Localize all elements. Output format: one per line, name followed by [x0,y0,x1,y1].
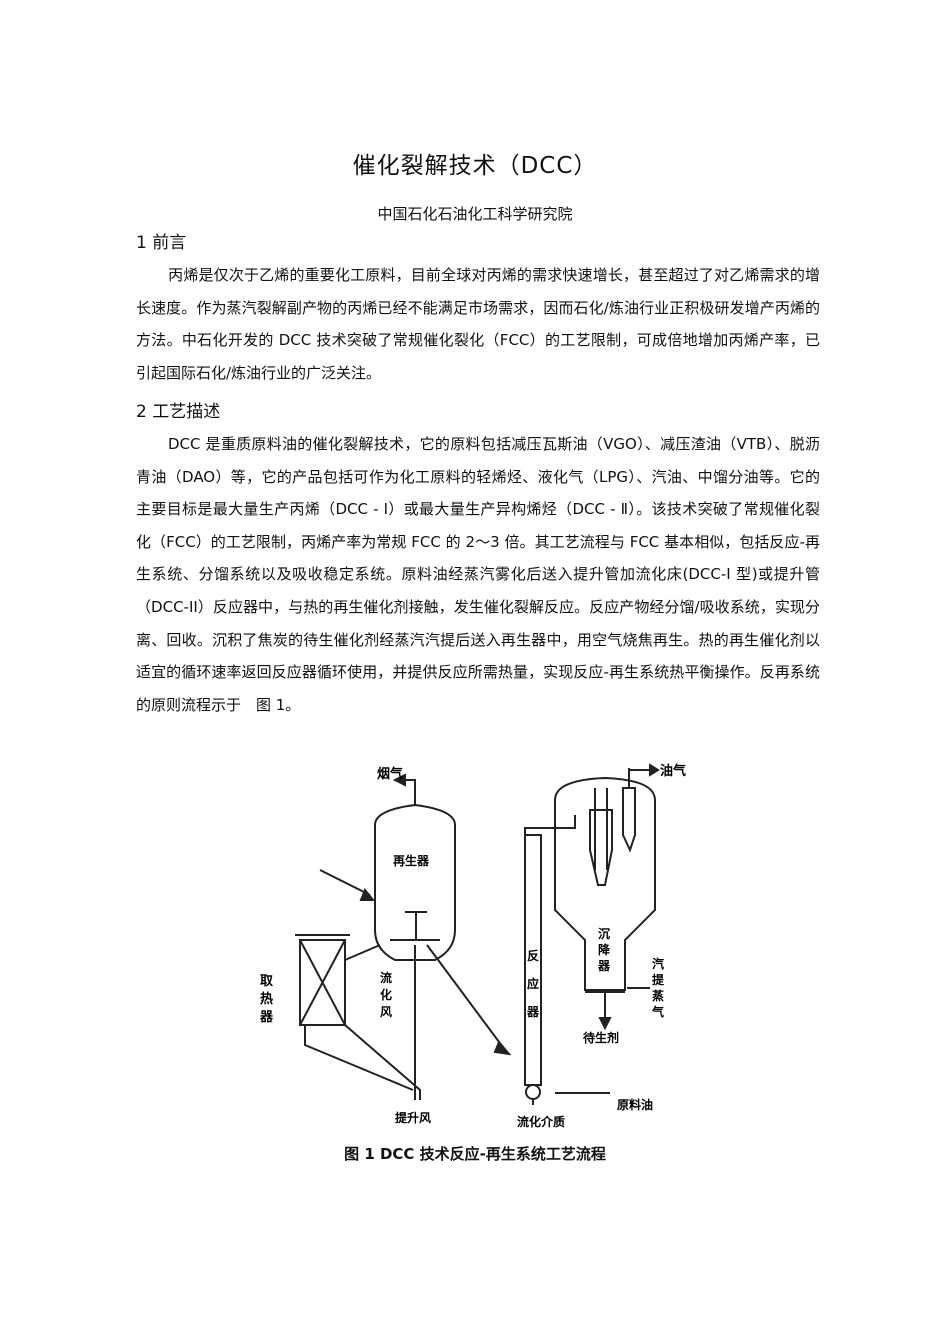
svg-text:器: 器 [259,1010,274,1025]
label-heat-remover: 取热器 [259,974,274,1025]
svg-text:应: 应 [527,976,539,991]
label-feed-oil: 原料油 [617,1097,653,1112]
heat-remover [299,939,346,1026]
regenerator-vessel [374,803,456,961]
label-fluidizing-air: 流化风 [380,970,392,1019]
svg-text:流: 流 [380,970,392,985]
label-lift-air: 提升风 [395,1110,431,1125]
svg-text:蒸: 蒸 [652,988,664,1003]
label-flue-gas: 烟气 [377,766,403,782]
svg-text:风: 风 [380,1005,392,1019]
svg-text:反: 反 [527,948,539,963]
author-organization: 中国石化石油化工科学研究院 [377,205,573,223]
svg-text:热: 热 [260,991,273,1007]
svg-text:器: 器 [597,959,611,973]
section-heading-2: 2 工艺描述 [136,402,221,422]
svg-text:气: 气 [651,1004,664,1019]
svg-text:取: 取 [260,974,274,989]
label-settler: 沉降器 [597,926,611,973]
section-1-paragraph: 丙烯是仅次于乙烯的重要化工原料，目前全球对丙烯的需求快速增长，甚至超过了对乙烯需… [136,259,820,389]
svg-text:器: 器 [526,1005,540,1019]
figure-caption: 图 1 DCC 技术反应-再生系统工艺流程 [344,1145,606,1163]
svg-text:汽: 汽 [652,956,664,971]
svg-text:化: 化 [380,987,392,1002]
section-2-paragraph: DCC 是重质原料油的催化裂解技术，它的原料包括减压瓦斯油（VGO）、减压渣油（… [136,428,820,721]
document-title: 催化裂解技术（DCC） [352,153,598,179]
section-1-text: 丙烯是仅次于乙烯的重要化工原料，目前全球对丙烯的需求快速增长，甚至超过了对乙烯需… [136,266,820,382]
label-spent-catalyst: 待生剂 [583,1030,619,1045]
svg-text:提: 提 [652,972,665,987]
section-2-text: DCC 是重质原料油的催化裂解技术，它的原料包括减压瓦斯油（VGO）、减压渣油（… [136,435,820,714]
section-heading-1: 1 前言 [136,233,187,253]
label-reactor: 反应器 [526,948,540,1019]
svg-text:降: 降 [598,942,611,957]
label-oil-gas: 油气 [660,763,686,779]
label-fluidizing-medium: 流化介质 [517,1114,565,1129]
label-regenerator: 再生器 [393,853,430,868]
svg-text:沉: 沉 [598,926,610,941]
